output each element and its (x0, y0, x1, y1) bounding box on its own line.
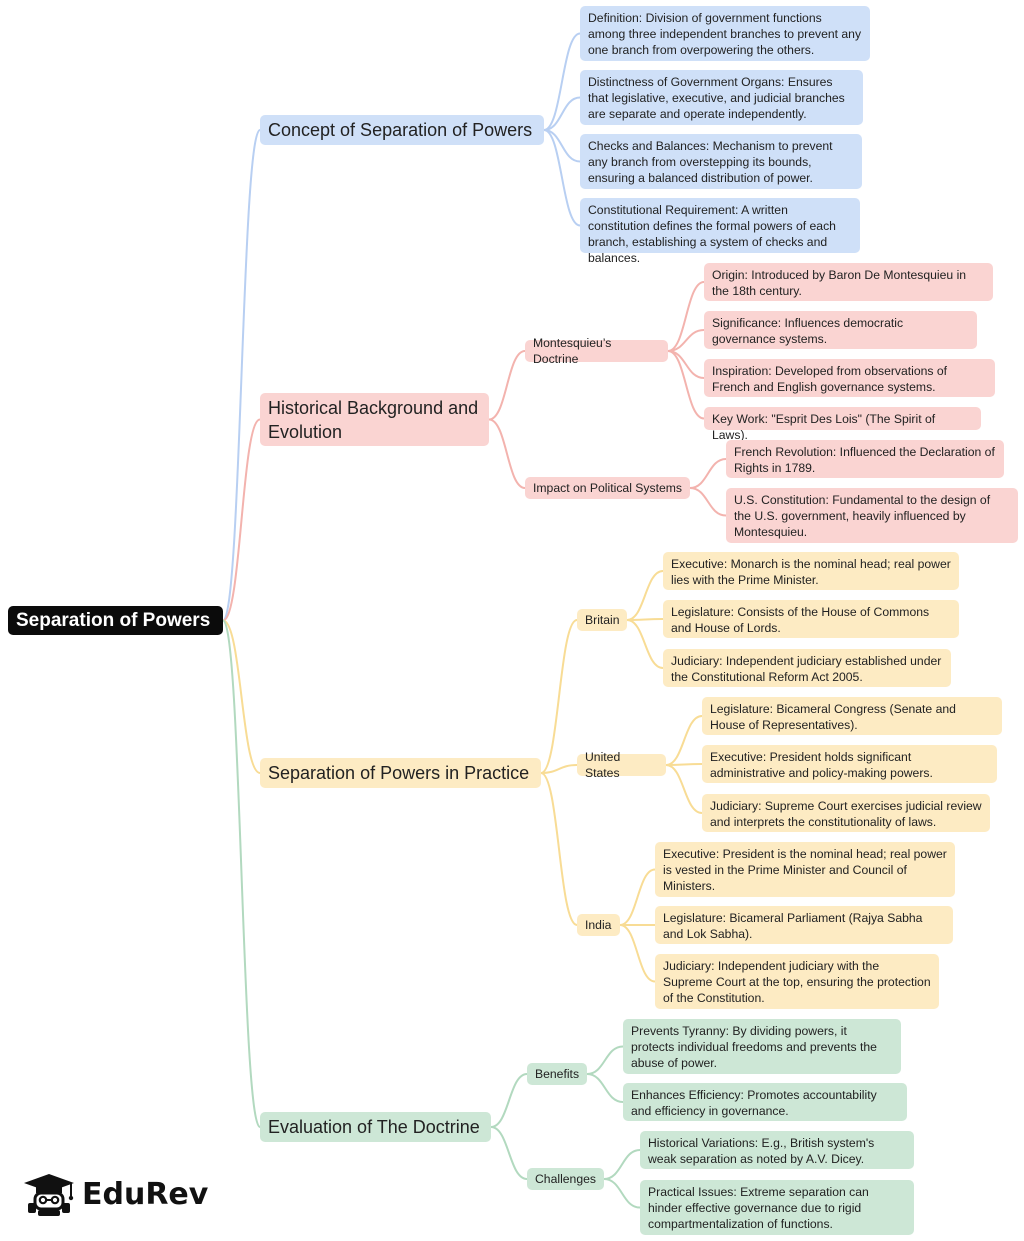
connector-britain-executive (626, 570, 664, 621)
connector-impact-us-constitution (689, 487, 727, 517)
concept-checks-balances: Checks and Balances: Mechanism to preven… (580, 134, 862, 189)
connector-sub-britain (540, 619, 578, 774)
britain-legislature: Legislature: Consists of the House of Co… (663, 600, 959, 638)
us-legislature: Legislature: Bicameral Congress (Senate … (702, 697, 1002, 735)
sub-benefits[interactable]: Benefits (527, 1063, 587, 1085)
challenges-historical: Historical Variations: E.g., British sys… (640, 1131, 914, 1169)
connector-challenges-practical (603, 1178, 641, 1209)
connector-concept-definition (543, 32, 581, 131)
connector-us-judiciary (665, 764, 703, 814)
connector-montesquieu-significance (667, 329, 705, 352)
logo-text: EduRev (82, 1176, 209, 1212)
connector-benefits-efficiency (586, 1073, 624, 1103)
india-legislature: Legislature: Bicameral Parliament (Rajya… (655, 906, 953, 944)
connector-britain-legislature (626, 618, 664, 621)
montesquieu-inspiration: Inspiration: Developed from observations… (704, 359, 995, 397)
connector-us-executive (665, 763, 703, 766)
branch-history[interactable]: Historical Background and Evolution (260, 393, 489, 446)
connector-benefits-prevents-tyranny (586, 1045, 624, 1075)
connector-sub-impact (488, 418, 526, 489)
us-judiciary: Judiciary: Supreme Court exercises judic… (702, 794, 990, 832)
benefits-prevents-tyranny: Prevents Tyranny: By dividing powers, it… (623, 1019, 901, 1074)
impact-us-constitution: U.S. Constitution: Fundamental to the de… (726, 488, 1018, 543)
connector-montesquieu-key-work (667, 350, 705, 420)
sub-britain[interactable]: Britain (577, 609, 627, 631)
india-executive: Executive: President is the nominal head… (655, 842, 955, 897)
concept-constitutional: Constitutional Requirement: A written co… (580, 198, 860, 265)
connector-branch-concept (222, 129, 261, 622)
connector-challenges-historical (603, 1149, 641, 1180)
connector-india-executive (619, 868, 656, 926)
connector-sub-montesquieu (488, 350, 526, 421)
connector-montesquieu-origin (667, 281, 705, 352)
connector-sub-india (540, 772, 578, 926)
connector-impact-french-revolution (689, 458, 727, 489)
connector-us-legislature (665, 715, 703, 766)
connector-branch-practice (222, 619, 261, 774)
britain-judiciary: Judiciary: Independent judiciary establi… (663, 649, 951, 687)
branch-concept[interactable]: Concept of Separation of Powers (260, 115, 544, 145)
connector-india-judiciary (619, 924, 656, 983)
connector-branch-history (222, 418, 261, 622)
connector-sub-united-states (540, 764, 578, 774)
montesquieu-key-work: Key Work: "Esprit Des Lois" (The Spirit … (704, 407, 981, 442)
sub-impact[interactable]: Impact on Political Systems (525, 477, 690, 499)
connector-sub-benefits (490, 1073, 528, 1128)
montesquieu-origin: Origin: Introduced by Baron De Montesqui… (704, 263, 993, 301)
graduate-cap-icon (24, 1174, 74, 1216)
india-judiciary: Judiciary: Independent judiciary with th… (655, 954, 939, 1009)
connector-concept-constitutional (543, 129, 581, 227)
connector-concept-checks-balances (543, 129, 581, 163)
impact-french-revolution: French Revolution: Influenced the Declar… (726, 440, 1004, 478)
concept-definition: Definition: Division of government funct… (580, 6, 870, 61)
connector-branch-evaluation (222, 619, 261, 1128)
benefits-efficiency: Enhances Efficiency: Promotes accountabi… (623, 1083, 907, 1121)
us-executive: Executive: President holds significant a… (702, 745, 997, 783)
connector-montesquieu-inspiration (667, 350, 705, 379)
sub-montesquieu[interactable]: Montesquieu’s Doctrine (525, 336, 668, 366)
connector-britain-judiciary (626, 619, 664, 669)
sub-challenges[interactable]: Challenges (527, 1168, 604, 1190)
connector-sub-challenges (490, 1126, 528, 1180)
root-node[interactable]: Separation of Powers (8, 606, 223, 635)
branch-evaluation[interactable]: Evaluation of The Doctrine (260, 1112, 491, 1142)
edurev-logo: EduRev (22, 1168, 208, 1220)
challenges-practical: Practical Issues: Extreme separation can… (640, 1180, 914, 1235)
montesquieu-significance: Significance: Influences democratic gove… (704, 311, 977, 349)
connector-concept-distinctness (543, 96, 581, 131)
concept-distinctness: Distinctness of Government Organs: Ensur… (580, 70, 863, 125)
branch-practice[interactable]: Separation of Powers in Practice (260, 758, 541, 788)
sub-india[interactable]: India (577, 914, 620, 936)
sub-united-states[interactable]: United States (577, 750, 666, 780)
britain-executive: Executive: Monarch is the nominal head; … (663, 552, 959, 590)
